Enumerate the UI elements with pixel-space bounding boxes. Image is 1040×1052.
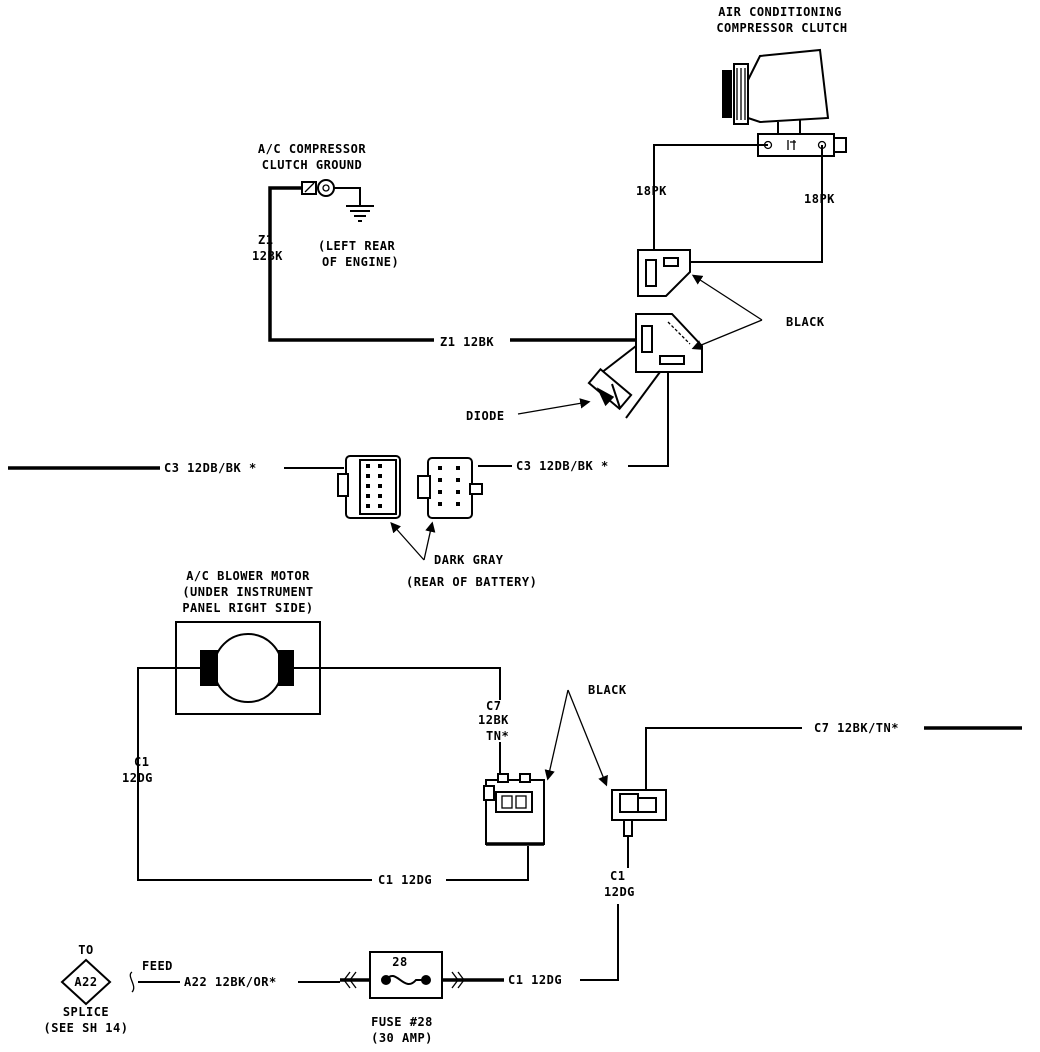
- wire-c7-label-3: TN*: [486, 729, 509, 743]
- wire-c1-left: [137, 667, 372, 881]
- clutch-ground-title-2: CLUTCH GROUND: [262, 158, 362, 172]
- wire-18pk-left-label: 18PK: [636, 184, 667, 198]
- clutch-ground-loc-2: OF ENGINE): [322, 255, 399, 269]
- wire-c1-bottom-label: C1 12DG: [378, 873, 432, 887]
- wire-z1-horizontal-label: Z1 12BK: [440, 335, 494, 349]
- splice-diamond: [60, 958, 112, 1006]
- splice-id: A22: [74, 975, 97, 989]
- callout-rear-of-battery: (REAR OF BATTERY): [406, 575, 537, 589]
- clutch-connector-upper: [637, 249, 691, 297]
- splice-label-1: SPLICE: [63, 1005, 109, 1019]
- ac-compressor-clutch: [722, 48, 847, 157]
- clutch-ground-title-1: A/C COMPRESSOR: [258, 142, 366, 156]
- callout-dark-gray: DARK GRAY: [434, 553, 504, 567]
- diode-connector-lower: [635, 313, 703, 373]
- fuse-28: [340, 951, 466, 999]
- wire-c1-left-label-2: 12DG: [122, 771, 153, 785]
- splice-label-2: (SEE SH 14): [44, 1021, 129, 1035]
- clutch-ground-loc-1: (LEFT REAR: [318, 239, 396, 253]
- wire-c1-right-label-2: 12DG: [604, 885, 635, 899]
- relay-connector-right: [611, 789, 667, 846]
- wire-z1-vertical-label-2: 12BK: [252, 249, 283, 263]
- blower-motor-title-3: PANEL RIGHT SIDE): [182, 601, 313, 615]
- callout-black-top: BLACK: [786, 315, 825, 329]
- blower-motor-title-1: A/C BLOWER MOTOR: [186, 569, 310, 583]
- wire-feed-label: FEED: [142, 959, 173, 973]
- wire-c1-fuse-label: C1 12DG: [508, 973, 562, 987]
- wire-18pk-left: [653, 144, 768, 250]
- wire-z1-12bk: [268, 186, 434, 342]
- ac-clutch-title-1: AIR CONDITIONING: [718, 5, 842, 19]
- splice-to: TO: [78, 943, 93, 957]
- wire-c3-left-label: C3 12DB/BK *: [164, 461, 257, 475]
- wire-c7-label-1: C7: [486, 699, 501, 713]
- ac-clutch-title-2: COMPRESSOR CLUTCH: [716, 21, 847, 35]
- fuse-number: 28: [392, 955, 407, 969]
- fuse-label-2: (30 AMP): [371, 1031, 433, 1045]
- clutch-ground-symbol: [301, 179, 374, 222]
- fuse-label-1: FUSE #28: [371, 1015, 433, 1029]
- diode-symbol: [587, 345, 661, 419]
- callout-diode: DIODE: [466, 409, 505, 423]
- wire-c7-right: [645, 727, 802, 790]
- wire-c7-right-label: C7 12BK/TN*: [814, 721, 899, 735]
- wire-a22-label: A22 12BK/OR*: [184, 975, 277, 989]
- wire-c1-right-label-1: C1: [610, 869, 625, 883]
- break-symbol: [129, 971, 135, 993]
- wire-c3-right: [628, 372, 669, 467]
- dark-gray-connector-left: [337, 455, 401, 519]
- wire-c1-bottom: [446, 846, 529, 881]
- wire-z1-vertical-label-1: Z1: [258, 233, 273, 247]
- wire-c3-right-label: C3 12DB/BK *: [516, 459, 609, 473]
- dark-gray-connector-right: [417, 457, 483, 519]
- wire-c7-blower: [294, 667, 501, 700]
- wire-18pk-right: [688, 145, 823, 263]
- wire-c1-left-label-1: C1: [134, 755, 149, 769]
- wire-c7-label-2: 12BK: [478, 713, 509, 727]
- callout-black-bottom: BLACK: [588, 683, 627, 697]
- blower-motor-title-2: (UNDER INSTRUMENT: [182, 585, 313, 599]
- blower-connector-left: [483, 773, 545, 846]
- wire-18pk-right-label: 18PK: [804, 192, 835, 206]
- wire-c1-right: [580, 904, 619, 981]
